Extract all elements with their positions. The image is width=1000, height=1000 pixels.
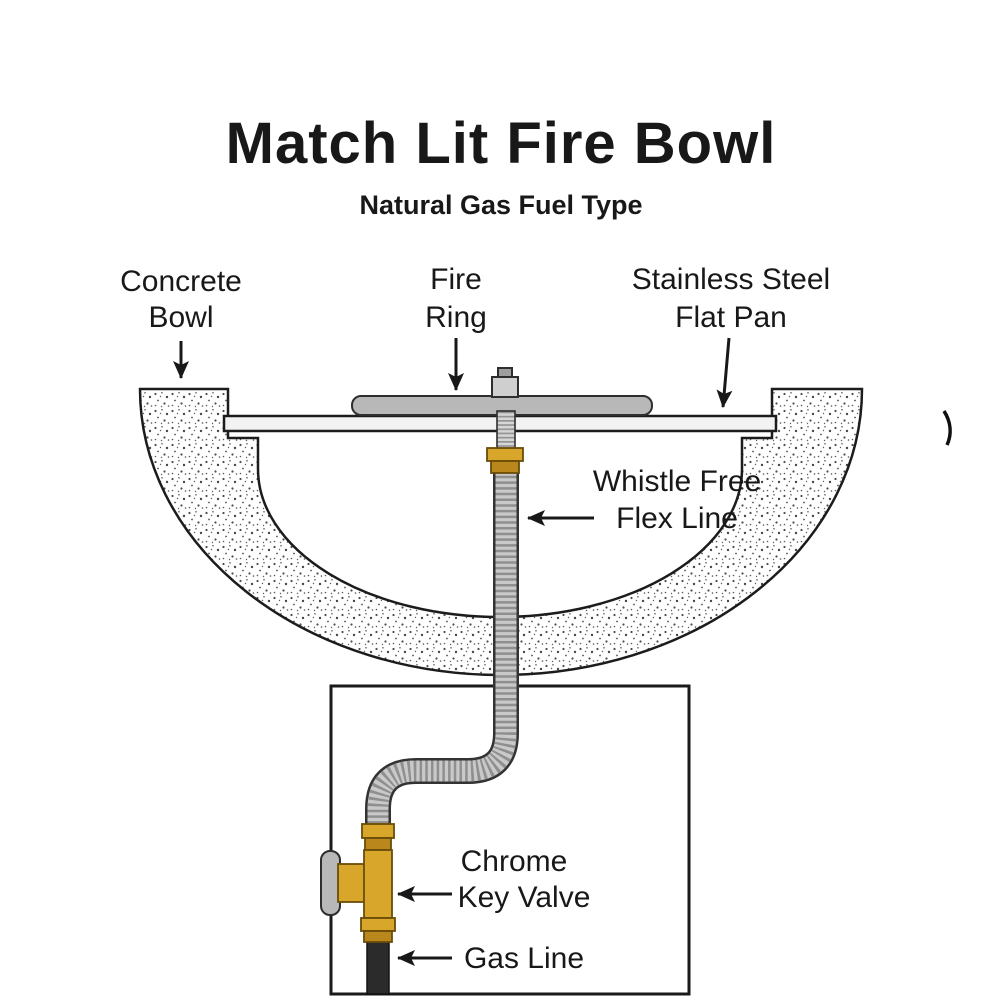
fire-ring-label-line1: Fire (430, 263, 482, 296)
stray-mark (942, 410, 952, 446)
threaded-nipple (496, 410, 516, 451)
callout-flex-line: Whistle Free Flex Line (527, 465, 761, 535)
page-title: Match Lit Fire Bowl (226, 111, 777, 176)
center-fitting-stack (486, 367, 524, 474)
callout-key-valve: Chrome Key Valve (397, 845, 591, 914)
fitting-nub (491, 376, 519, 398)
callout-gas-line: Gas Line (397, 942, 584, 975)
pan-brass-nut-bottom (490, 460, 520, 474)
fire-ring-label-line2: Ring (425, 301, 487, 334)
valve-bottom-nut-bottom (363, 930, 393, 943)
flat-pan-label-line1: Stainless Steel (632, 263, 830, 296)
concrete-bowl-label-line2: Bowl (148, 301, 213, 334)
concrete-bowl-shape (138, 387, 864, 677)
pan-brass-nut-top (486, 447, 524, 462)
callout-concrete-bowl: Concrete Bowl (120, 265, 242, 379)
valve-bottom-nut-top (360, 917, 396, 932)
flex-line-ribs (367, 470, 517, 826)
callout-fire-ring: Fire Ring (425, 263, 487, 391)
valve-coupling-bottom (364, 837, 392, 851)
key-valve-label-line1: Chrome (461, 845, 568, 878)
flat-pan-label-line2: Flat Pan (675, 301, 787, 334)
valve-tee-arm (337, 863, 367, 903)
gas-line-label-line1: Gas Line (464, 942, 584, 975)
valve-body (363, 849, 393, 919)
key-valve-label-line2: Key Valve (458, 881, 591, 914)
page-subtitle: Natural Gas Fuel Type (359, 190, 642, 220)
gas-line-pipe (366, 939, 390, 995)
key-valve-assembly (320, 823, 396, 995)
title-block: Match Lit Fire Bowl Natural Gas Fuel Typ… (226, 111, 777, 220)
callouts: Concrete Bowl Fire Ring Stainless Steel … (120, 263, 830, 975)
flex-line-label-line2: Flex Line (616, 502, 738, 535)
flex-line-label-line1: Whistle Free (593, 465, 761, 498)
valve-coupling-top (361, 823, 395, 839)
flat-pan-arrow (716, 337, 733, 408)
flex-line (365, 470, 519, 826)
callout-flat-pan: Stainless Steel Flat Pan (632, 263, 830, 408)
concrete-bowl-label-line1: Concrete (120, 265, 242, 298)
